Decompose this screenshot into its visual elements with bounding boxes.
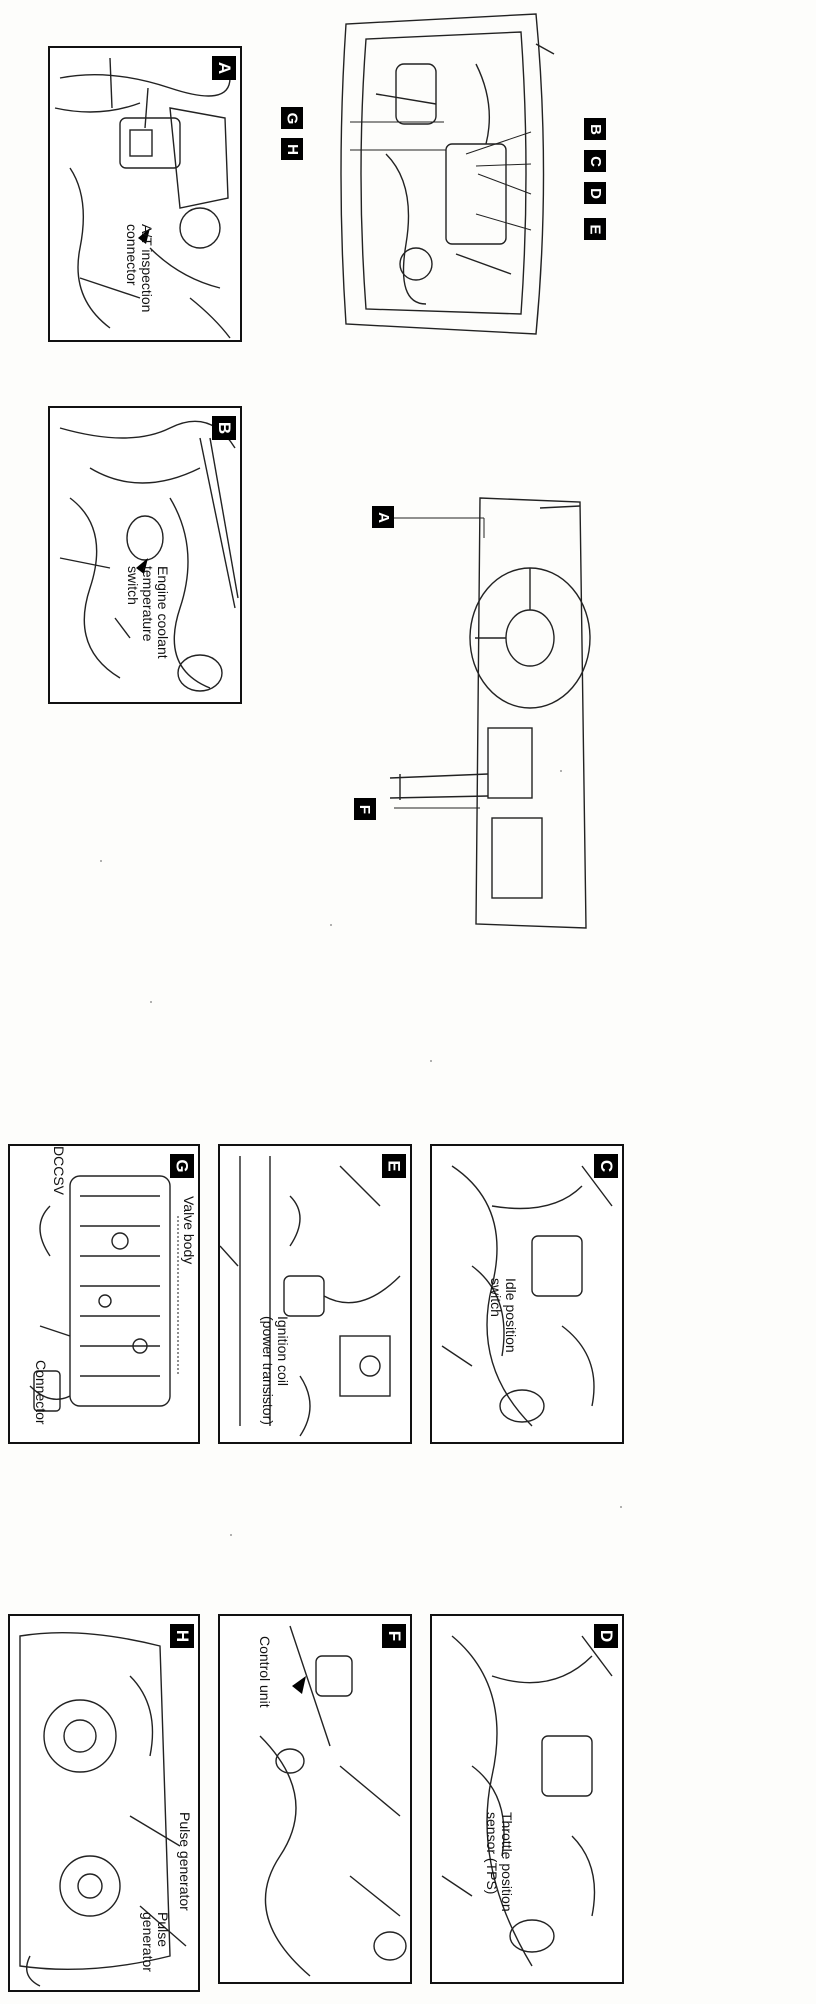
panel-g-label-connector: Connector (33, 1360, 49, 1425)
dashboard-callout-f: F (354, 798, 376, 820)
panel-g-label-valve-body: Valve body (181, 1196, 197, 1265)
panel-a-illustration (54, 57, 231, 339)
engine-callout-h: H (281, 138, 303, 160)
scan-speck (560, 770, 562, 772)
panel-a: A A/T inspection connector (48, 46, 242, 342)
pointer-arrow-icon (138, 228, 150, 244)
panel-d-illustration (441, 1635, 613, 1967)
panel-b-label: Engine coolant temperature switch (125, 566, 171, 659)
panel-h-badge: H (170, 1624, 194, 1648)
scan-speck (330, 924, 332, 926)
dashboard-callout-a: A (372, 506, 394, 528)
engine-bay-overview: G H B C D E (281, 4, 606, 344)
dashboard-overview: A F (354, 478, 600, 948)
engine-callout-c: C (584, 150, 606, 172)
panel-f-label: Control unit (257, 1636, 273, 1708)
panel-d-badge: D (594, 1624, 618, 1648)
panel-c: C Idle position switch (430, 1144, 624, 1444)
panel-b: B Engine coolant temperature switch (48, 406, 242, 704)
panel-g-label-dccsv: DCCSV (51, 1146, 67, 1196)
engine-callout-g: G (281, 107, 303, 129)
panel-h: H Pulse generator Pulse generator (8, 1614, 200, 1992)
engine-bay-illustration (340, 13, 555, 335)
engine-callout-e: E (584, 218, 606, 240)
panel-c-illustration (441, 1165, 613, 1427)
panel-e: E Ignition coil (power transistor) (218, 1144, 412, 1444)
scan-speck (230, 1534, 232, 1536)
panel-c-badge: C (594, 1154, 618, 1178)
panel-g: G Valve body DCCSV Connector (8, 1144, 200, 1444)
scan-speck (620, 1506, 622, 1508)
panel-h-illustration (19, 1631, 187, 1987)
panel-f-illustration (259, 1625, 407, 1977)
panel-b-badge: B (212, 416, 236, 440)
panel-g-illustration (29, 1175, 179, 1412)
panel-h-label-pulse-generator-1: Pulse generator (177, 1812, 193, 1911)
panel-a-badge: A (212, 56, 236, 80)
panel-b-illustration (59, 420, 239, 692)
panel-f-badge: F (382, 1624, 406, 1648)
engine-callout-b: B (584, 118, 606, 140)
scan-speck (100, 860, 102, 862)
dashboard-illustration (389, 497, 591, 929)
panel-a-label: A/T inspection connector (124, 224, 155, 313)
panel-h-label-pulse-generator-2: Pulse generator (140, 1912, 171, 1972)
panel-d-label: Throttle position sensor (TPS) (484, 1812, 515, 1912)
panel-f: F Control unit (218, 1614, 412, 1984)
panel-d: D Throttle position sensor (TPS) (430, 1614, 624, 1984)
panel-e-illustration (220, 1156, 401, 1437)
pointer-arrow-icon (136, 558, 148, 574)
scan-speck (150, 1001, 152, 1003)
panel-e-label: Ignition coil (power transistor) (260, 1316, 291, 1425)
panel-c-label: Idle position switch (488, 1278, 519, 1353)
engine-callout-d: D (584, 182, 606, 204)
scan-speck (430, 1060, 432, 1062)
pointer-arrow-icon (292, 1676, 306, 1694)
panel-g-badge: G (170, 1154, 194, 1178)
panel-e-badge: E (382, 1154, 406, 1178)
